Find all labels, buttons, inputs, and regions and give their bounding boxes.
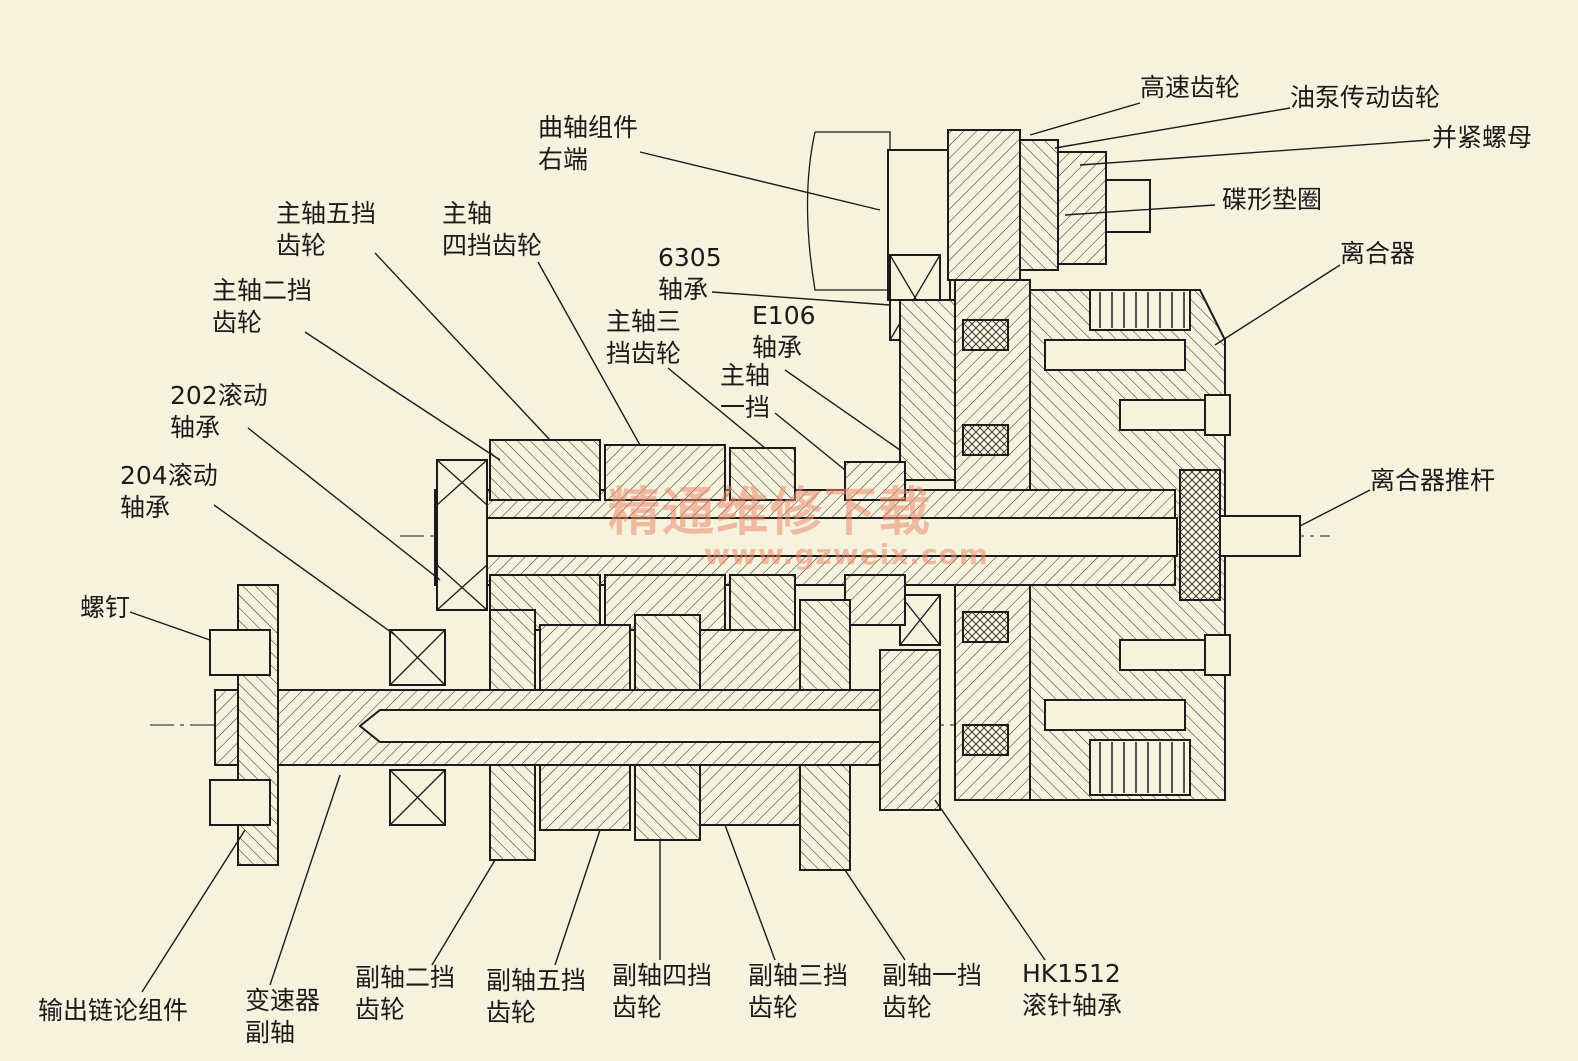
bearing-202 [436, 459, 488, 611]
clutch-bolt-lower [1204, 634, 1231, 676]
label-clutch: 离合器 [1340, 239, 1416, 268]
clutch-release-bearing [1179, 469, 1221, 601]
label-high-speed-gear: 高速齿轮 [1140, 73, 1241, 102]
leader-lines [129, 102, 1431, 993]
clutch-pushrod-shape [1219, 515, 1301, 557]
watermark-url: www.gzweix.com [704, 538, 989, 571]
disc-washer-shape [1105, 179, 1151, 233]
label-bearing-202: 202滚动轴承 [170, 381, 268, 442]
label-main-gear-1: 主轴一挡 [720, 361, 771, 422]
label-disc-washer: 碟形垫圈 [1222, 185, 1323, 214]
label-counter-gear-4: 副轴四挡齿轮 [612, 961, 713, 1022]
label-screw: 螺钉 [80, 593, 131, 622]
label-main-gear-5: 主轴五挡齿轮 [276, 199, 377, 260]
label-crankshaft-right-end: 曲轴组件右端 [538, 113, 639, 174]
counter-gear-3-shape [699, 629, 801, 691]
main-gear-5-shape [489, 439, 601, 501]
label-oil-pump-gear: 油泵传动齿轮 [1290, 83, 1441, 112]
label-countershaft: 变速器副轴 [245, 986, 321, 1047]
needle-bearing-hk1512 [879, 649, 941, 811]
main-gear-1-shape [844, 461, 906, 501]
oil-pump-gear-shape [1019, 139, 1059, 271]
main-gear-4-shape [604, 444, 726, 501]
label-main-gear-2: 主轴二挡齿轮 [212, 276, 313, 337]
label-clutch-pushrod: 离合器推杆 [1370, 466, 1496, 495]
label-main-gear-3: 主轴三挡齿轮 [606, 307, 682, 368]
countershaft-bore [358, 709, 936, 743]
watermark-text: 精通维修下载 [608, 483, 933, 543]
main-gear-3-shape [729, 447, 796, 501]
counter-gear-5-shape [539, 624, 631, 691]
label-bearing-204: 204滚动轴承 [120, 461, 218, 522]
label-output-sprocket: 输出链论组件 [38, 996, 189, 1025]
screw-head-upper [209, 629, 271, 676]
label-lock-nut: 并紧螺母 [1432, 123, 1533, 152]
clutch-plates-upper [1089, 289, 1191, 331]
label-counter-gear-1: 副轴一挡齿轮 [882, 961, 983, 1022]
counter-gear-2-shape [489, 609, 536, 691]
primary-housing [899, 299, 961, 481]
counter-gear-1-shape [799, 599, 851, 691]
counter-gear-4-shape [634, 614, 701, 691]
high-speed-gear-shape [947, 129, 1021, 281]
screw-head-lower [209, 779, 271, 826]
label-main-gear-4: 主轴四挡齿轮 [442, 199, 543, 260]
lock-nut-shape [1057, 151, 1107, 265]
label-counter-gear-3: 副轴三挡齿轮 [748, 961, 849, 1022]
crankshaft-outline [806, 131, 891, 310]
clutch-plates-lower [1089, 739, 1191, 796]
label-counter-gear-2: 副轴二挡齿轮 [355, 963, 456, 1024]
clutch-bolt-upper [1204, 394, 1231, 436]
label-counter-gear-5: 副轴五挡齿轮 [486, 966, 587, 1027]
